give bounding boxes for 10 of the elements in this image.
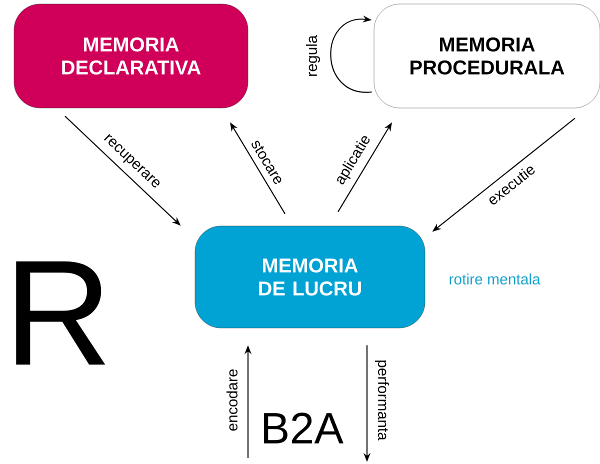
loop-arrow bbox=[330, 15, 372, 93]
memory-box: MEMORIA DE LUCRU bbox=[194, 226, 426, 328]
beside-label: rotire mentala bbox=[450, 274, 540, 284]
memory-box: MEMORIA DECLARATIVA bbox=[14, 4, 248, 108]
big-letter-label: R bbox=[16, 261, 106, 365]
edge-label: encodare bbox=[226, 369, 238, 431]
memory-box: MEMORIA PROCEDURALA bbox=[374, 4, 600, 108]
edge-label: performanta bbox=[375, 360, 389, 440]
big-letter-label: B2A bbox=[264, 412, 344, 444]
edge-label: regula bbox=[306, 35, 320, 76]
